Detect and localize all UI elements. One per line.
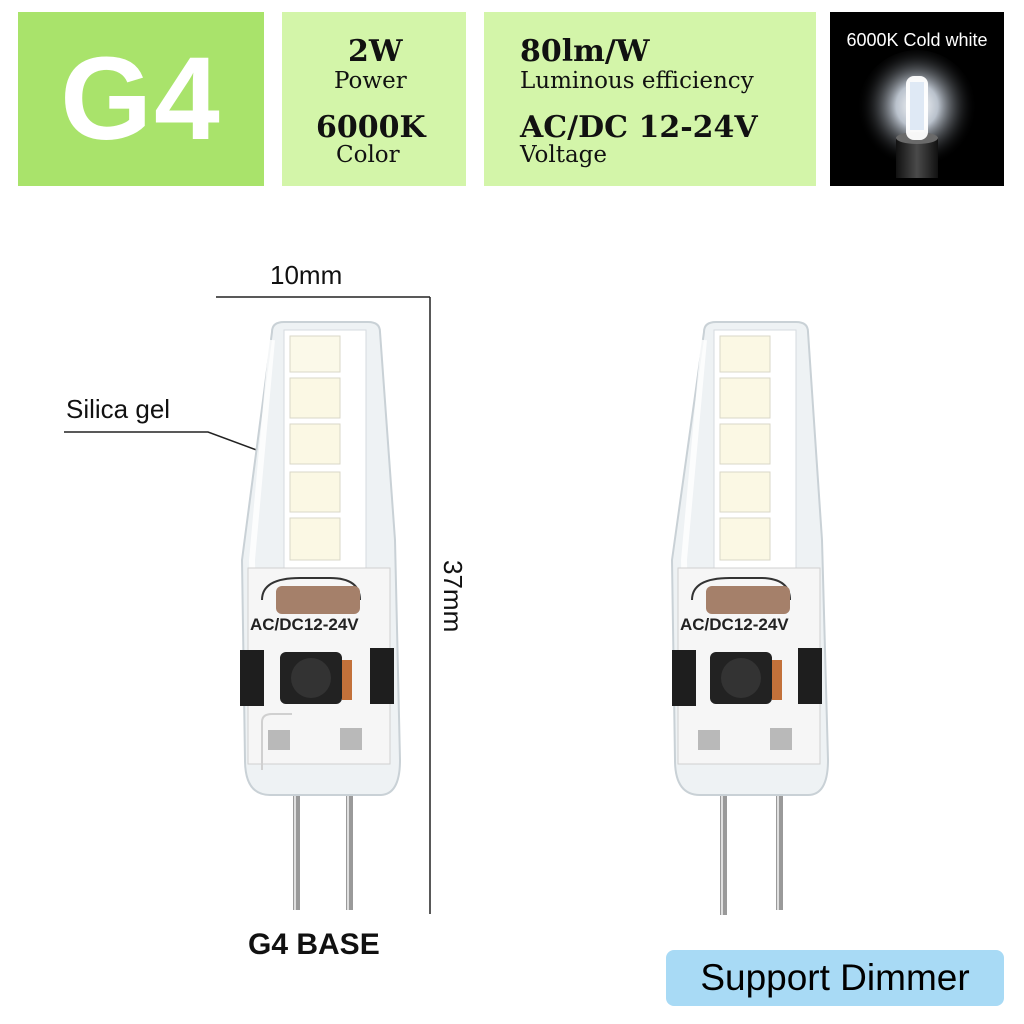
cold-white-photo: 6000K Cold white (830, 12, 1004, 186)
base-type-title: G4 (60, 33, 222, 165)
material-callout-line (64, 431, 263, 453)
efficiency-value: 80lm/W (520, 34, 650, 69)
color-label: Color (336, 142, 400, 168)
power-color-panel: 2W Power 6000K Color (282, 12, 466, 186)
support-dimmer-badge: Support Dimmer (666, 950, 1004, 1006)
color-value: 6000K (316, 110, 426, 145)
support-dimmer-text: Support Dimmer (700, 957, 970, 998)
height-dimension-label: 37mm (438, 560, 468, 633)
bulb-left-icon: AC/DC12-24V (240, 321, 402, 910)
bulb-right-icon: AC/DC12-24V (670, 321, 830, 915)
material-callout-label: Silica gel (66, 394, 171, 424)
lit-bulb-photo-icon (857, 50, 977, 178)
photo-caption: 6000K Cold white (846, 30, 988, 50)
efficiency-label: Luminous efficiency (520, 68, 754, 94)
voltage-value: AC/DC 12-24V (520, 110, 758, 145)
left-board-print: AC/DC12-24V (250, 615, 359, 634)
power-label: Power (334, 68, 407, 94)
base-label: G4 BASE (248, 928, 380, 961)
efficiency-voltage-panel: 80lm/W Luminous efficiency AC/DC 12-24V … (484, 12, 816, 186)
width-dimension-label: 10mm (270, 260, 343, 290)
power-value: 2W (348, 34, 403, 69)
right-board-print: AC/DC12-24V (680, 615, 789, 634)
voltage-label: Voltage (520, 142, 607, 168)
base-type-banner: G4 (18, 12, 264, 186)
